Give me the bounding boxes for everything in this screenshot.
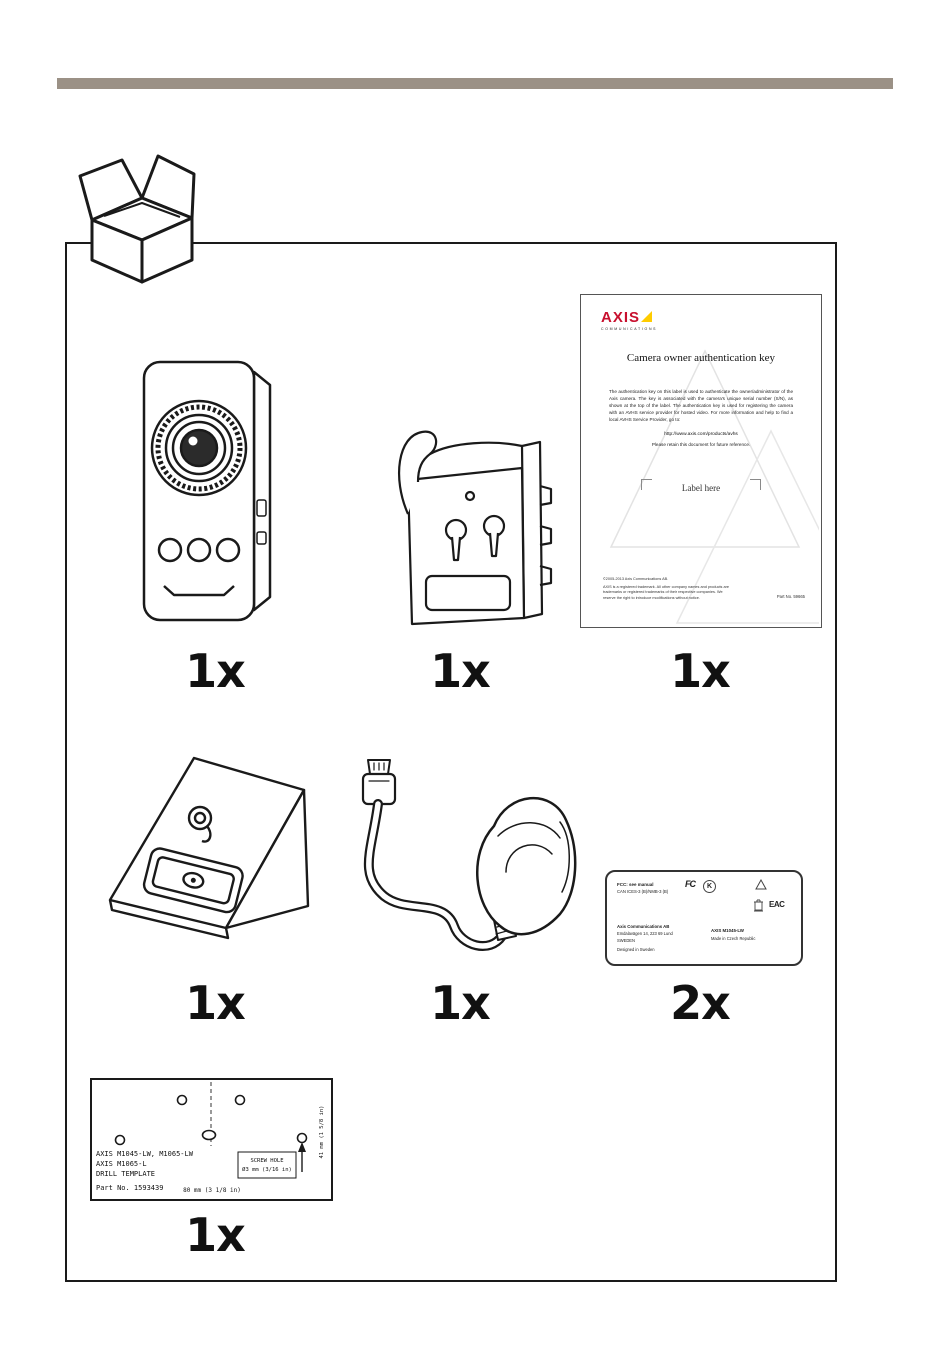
label-origin: Designed in Sweden <box>617 947 655 952</box>
template-model-line2: AXIS M1065-L <box>96 1160 147 1168</box>
template-part-no: Part No. 1593439 <box>96 1184 163 1192</box>
label-here-text: Label here <box>681 483 721 493</box>
drill-hole <box>176 1094 188 1106</box>
card-url: http://www.axis.com/products/avhs <box>664 432 738 437</box>
card-title: Camera owner authentication key <box>626 352 776 364</box>
drill-template-illustration: AXIS M1045-LW, M1065-LW AXIS M1065-L DRI… <box>90 1078 333 1201</box>
label-address-line3: SWEDEN <box>617 938 635 943</box>
axis-logo-subtext: COMMUNICATIONS <box>601 326 658 331</box>
quantity-label-auth-card: 1x <box>670 644 731 698</box>
kc-mark-icon: K <box>703 880 716 893</box>
dim-arrowhead <box>298 1142 306 1152</box>
label-corner-right <box>750 479 761 490</box>
desk-stand-illustration <box>108 756 310 940</box>
axis-logo-text: AXIS <box>601 309 641 326</box>
top-rule <box>57 78 893 89</box>
template-model-line3: DRILL TEMPLATE <box>96 1170 155 1178</box>
template-model-line1: AXIS M1045-LW, M1065-LW <box>96 1150 194 1158</box>
template-width-dim: 80 mm (3 1/8 in) <box>183 1187 241 1194</box>
drill-hole <box>234 1094 246 1106</box>
recycle-icon <box>755 878 767 896</box>
card-part-no: Part No. 59665 <box>776 594 805 599</box>
card-copyright: ©2005-2013 Axis Communications AB. <box>603 577 669 581</box>
eac-mark-icon: EAC <box>769 900 785 909</box>
axis-logo-triangle-icon <box>641 311 653 322</box>
card-note: Please retain this document for future r… <box>651 442 751 447</box>
cable-hole <box>201 1129 217 1141</box>
quantity-label-labels: 2x <box>670 976 731 1030</box>
quantity-label-camera: 1x <box>185 644 246 698</box>
drill-hole <box>296 1132 308 1144</box>
product-labels: FCC: see manual CAN ICES-3 (B)/NMB-3 (B)… <box>605 870 803 966</box>
screw-hole-line1: SCREW HOLE <box>250 1158 283 1164</box>
quantity-label-stand: 1x <box>185 976 246 1030</box>
drill-hole <box>114 1134 126 1146</box>
open-box-icon <box>78 154 196 284</box>
axis-watermark-icon <box>609 349 819 624</box>
label-made-in: Made in Czech Republic <box>711 936 756 941</box>
power-adapter-illustration <box>361 759 577 951</box>
axis-logo: AXIS COMMUNICATIONS <box>601 310 657 331</box>
card-body-text: The authentication key on this label is … <box>609 389 793 422</box>
screw-hole-callout-box <box>237 1151 297 1179</box>
quantity-label-bracket: 1x <box>430 644 491 698</box>
card-footer: ©2005-2013 Axis Communications AB. AXIS … <box>603 577 735 603</box>
label-fcc-text: FCC: see manual <box>617 882 654 887</box>
label-ices-text: CAN ICES-3 (B)/NMB-3 (B) <box>617 889 669 894</box>
wall-bracket-illustration <box>397 430 553 626</box>
screw-hole-line2: Ø3 mm (3/16 in) <box>242 1166 292 1173</box>
card-legal: AXIS is a registered trademark. All othe… <box>603 584 729 600</box>
label-address-line1: Axis Communications AB <box>617 924 670 929</box>
template-height-dim: 41 mm (1 5/8 in) <box>319 1106 325 1159</box>
quantity-label-template: 1x <box>185 1208 246 1262</box>
label-address-line2: Emdalavägen 14, 223 69 Lund <box>617 931 673 936</box>
quantity-label-power: 1x <box>430 976 491 1030</box>
camera-illustration <box>142 360 272 622</box>
fcc-mark-icon: FC <box>685 879 696 889</box>
label-corner-left <box>641 479 652 490</box>
label-model: AXIS M1045-LW <box>711 928 744 933</box>
auth-key-card: AXIS COMMUNICATIONS Camera owner authent… <box>580 294 822 628</box>
weee-bin-icon <box>753 898 764 917</box>
